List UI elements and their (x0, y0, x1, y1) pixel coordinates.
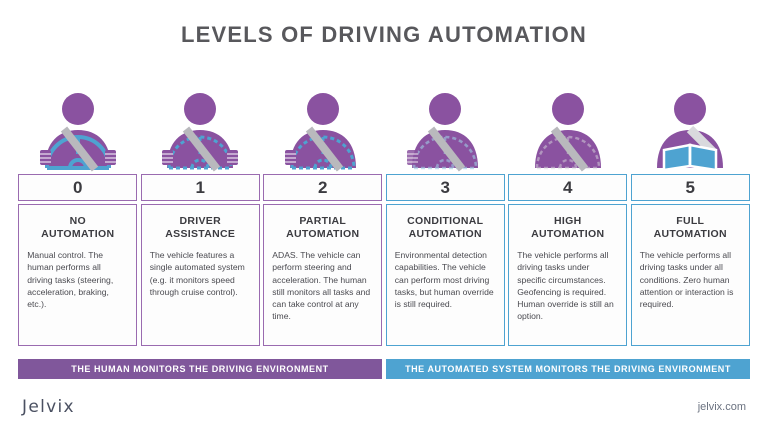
level-card-4[interactable]: 4 HIGH AUTOMATION The vehicle performs a… (508, 90, 628, 346)
level-body: NO AUTOMATION Manual control. The human … (18, 204, 138, 346)
driver-hands-on-wheel-icon (18, 90, 137, 172)
level-number: 2 (263, 174, 383, 201)
level-title-line2: AUTOMATION (286, 228, 360, 241)
level-body: CONDITIONAL AUTOMATION Environmental det… (385, 204, 505, 346)
level-title-line2: AUTOMATION (408, 228, 482, 241)
level-title-line1: CONDITIONAL (407, 215, 484, 227)
level-title-line2: AUTOMATION (531, 228, 605, 241)
level-card-3[interactable]: 3 CONDITIONAL AUTOMATION Environmental d… (385, 90, 506, 346)
level-title-line1: HIGH (554, 215, 582, 227)
level-title: FULL AUTOMATION (640, 215, 741, 241)
level-title-line1: NO (69, 215, 86, 227)
level-number: 4 (508, 174, 628, 201)
level-card-0[interactable]: 0 NO AUTOMATION Manual control. The huma… (18, 90, 138, 346)
levels-grid: 0 NO AUTOMATION Manual control. The huma… (18, 90, 750, 346)
level-title-line2: AUTOMATION (41, 228, 115, 241)
level-title-line1: FULL (676, 215, 705, 227)
human-monitors-bar: THE HUMAN MONITORS THE DRIVING ENVIRONME… (18, 359, 382, 379)
level-card-1[interactable]: 1 DRIVER ASSISTANCE The vehicle features… (140, 90, 261, 346)
level-title: CONDITIONAL AUTOMATION (395, 215, 496, 241)
driver-one-hand-wheel-icon (263, 90, 382, 172)
level-number: 1 (140, 174, 260, 201)
level-body: FULL AUTOMATION The vehicle performs all… (630, 204, 750, 346)
level-title-line2: AUTOMATION (653, 228, 727, 241)
level-title: PARTIAL AUTOMATION (272, 215, 373, 241)
driver-dashed-wheel-icon (141, 90, 260, 172)
automated-monitors-bar: THE AUTOMATED SYSTEM MONITORS THE DRIVIN… (386, 359, 750, 379)
level-title: NO AUTOMATION (27, 215, 128, 241)
page-title: LEVELS OF DRIVING AUTOMATION (181, 22, 587, 47)
level-description: The vehicle performs all driving tasks u… (639, 250, 734, 310)
level-description: The vehicle performs all driving tasks u… (517, 250, 614, 322)
level-description: Manual control. The human performs all d… (27, 250, 114, 310)
level-title-line1: PARTIAL (299, 215, 347, 227)
level-body: DRIVER ASSISTANCE The vehicle features a… (140, 204, 260, 346)
level-body: HIGH AUTOMATION The vehicle performs all… (508, 204, 628, 346)
website-url: jelvix.com (697, 401, 746, 413)
level-number: 3 (385, 174, 505, 201)
monitor-bars: THE HUMAN MONITORS THE DRIVING ENVIRONME… (18, 359, 750, 379)
driver-fading-wheel-icon (386, 90, 505, 172)
level-title-line2: ASSISTANCE (165, 228, 236, 241)
level-title: HIGH AUTOMATION (517, 215, 618, 241)
level-description: ADAS. The vehicle can perform steering a… (272, 250, 371, 322)
level-description: The vehicle features a single automated … (149, 250, 245, 297)
level-number: 5 (630, 174, 750, 201)
driver-no-hands-wheel-icon (508, 90, 627, 172)
level-card-5[interactable]: 5 FULL AUTOMATION The vehicle performs a… (630, 90, 751, 346)
passenger-reading-book-icon (631, 90, 750, 172)
level-card-2[interactable]: 2 PARTIAL AUTOMATION ADAS. The vehicle c… (263, 90, 383, 346)
level-title: DRIVER ASSISTANCE (150, 215, 251, 241)
level-description: Environmental detection capabilities. Th… (394, 250, 494, 310)
jelvix-logo: Jelvix (22, 397, 75, 417)
level-body: PARTIAL AUTOMATION ADAS. The vehicle can… (263, 204, 383, 346)
level-title-line1: DRIVER (179, 215, 221, 227)
level-number: 0 (18, 174, 138, 201)
